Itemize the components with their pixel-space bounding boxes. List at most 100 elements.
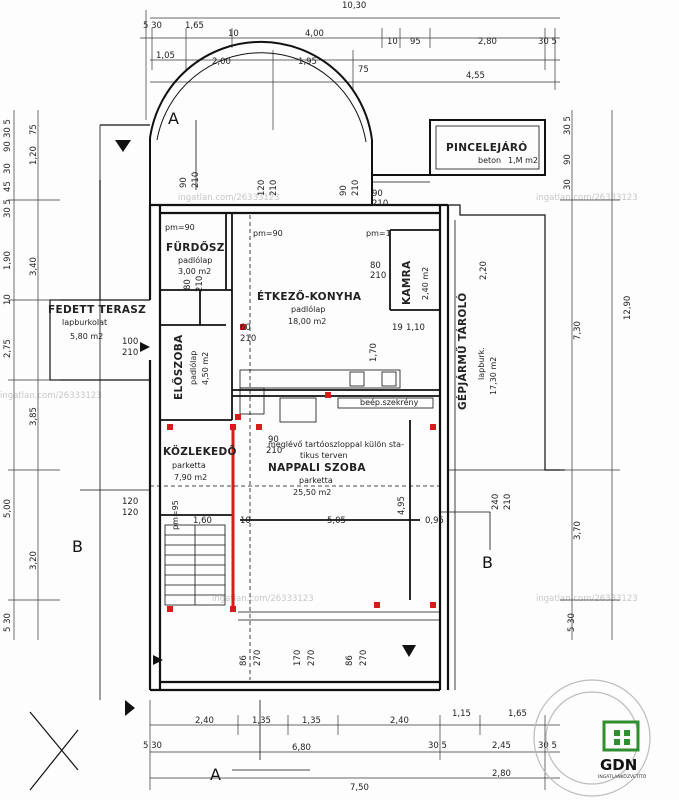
dim-inner-31: 270 — [253, 650, 263, 666]
plan-notes: pm=90 pm=90 pm=1 pm=95 beép.szekrény meg… — [165, 223, 419, 530]
dim-left-3: 1,20 — [29, 146, 39, 165]
dim-right-2: 30 — [563, 179, 573, 190]
dim-inner-22: 5,05 — [327, 516, 346, 526]
section-lines — [150, 215, 440, 680]
room-pincelejaro: PINCELEJÁRÓ beton 1,M m2 — [446, 141, 538, 165]
dim-top-11: 1,95 — [298, 57, 317, 67]
section-cut-lines — [80, 120, 491, 771]
dim-inner-27: 210 — [503, 494, 513, 510]
dim-bottom-0: 2,40 — [195, 716, 214, 726]
gdn-logo: GDN INGATLANKÖZVETÍTŐ — [598, 720, 647, 780]
dim-left-0: 30 5 — [3, 119, 13, 138]
right-dimensions: 30 5 90 30 12,90 2,20 7,30 3,70 5 30 — [479, 116, 633, 632]
dim-bottom-10: 30 5 — [538, 741, 557, 751]
section-a-top: A — [168, 109, 179, 128]
logo-mark — [602, 720, 640, 752]
dim-inner-8: 80 — [183, 279, 193, 290]
dim-right-0: 30 5 — [563, 116, 573, 135]
watermark-2: ingatlan.com/26333123 — [0, 391, 102, 401]
note-pm-etkezo: pm=90 — [253, 229, 283, 238]
note-oszlop-1: meglévő tartóoszloppal külön sta- — [268, 439, 404, 449]
dim-left-13: 3,20 — [29, 551, 39, 570]
note-pm-kamra: pm=1 — [366, 229, 391, 238]
dim-left-8: 1,90 — [3, 251, 13, 270]
watermark-1: ingatlan.com/26333123 — [178, 193, 280, 203]
dim-inner-19: 120 — [122, 508, 138, 518]
room-floor-eloszoba: padlólap — [188, 351, 198, 385]
dim-inner-21: 10 — [240, 516, 251, 526]
logo-subtitle: INGATLANKÖZVETÍTŐ — [598, 773, 647, 780]
note-pm-furdo: pm=90 — [165, 223, 195, 232]
direction-arrows — [115, 140, 416, 716]
dim-bottom-3: 2,40 — [390, 716, 409, 726]
dim-top-13: 4,55 — [466, 71, 485, 81]
dim-top-2: 10 — [228, 29, 239, 39]
dim-left-14: 5 30 — [3, 613, 13, 632]
dim-top-7: 30 5 — [538, 37, 557, 47]
dim-bottom-9: 2,45 — [492, 741, 511, 751]
dim-top-3: 4,00 — [305, 29, 324, 39]
room-floor-terasz: lapburkolat — [62, 318, 107, 327]
section-b-left: B — [72, 537, 83, 556]
watermark-4: ingatlan.com/26333123 — [212, 594, 314, 604]
inner-dimensions: 90 210 120 210 90 210 90 210 80 210 80 2… — [122, 172, 513, 666]
left-dimensions: 30 5 75 90 1,20 30 45 30 5 3,40 1,90 10 … — [3, 119, 39, 632]
dim-inner-5: 210 — [351, 180, 361, 196]
room-kozlekedo: KÖZLEKEDŐ parketta 7,90 m2 — [163, 444, 236, 482]
bottom-dimensions: 2,40 1,35 1,35 2,40 1,15 1,65 5 30 6,80 … — [143, 709, 557, 793]
room-floor-nappali: parketta — [299, 476, 333, 485]
garage-walls — [448, 204, 565, 690]
room-area-pincelejaro: 1,M m2 — [508, 156, 538, 165]
room-name-eloszoba: ELŐSZOBA — [171, 334, 185, 400]
room-terasz: FEDETT TERASZ lapburkolat 5,80 m2 — [48, 304, 146, 341]
dim-left-6: 30 5 — [3, 199, 13, 218]
section-b-right: B — [482, 553, 493, 572]
dim-bottom-7: 6,80 — [292, 743, 311, 753]
left-dimension-lines — [8, 110, 60, 640]
dim-inner-24: 4,95 — [397, 496, 407, 515]
room-area-garazs: 17,30 m2 — [489, 357, 498, 395]
room-floor-pincelejaro: beton — [478, 156, 501, 165]
room-name-garazs: GÉPJÁRMŰ TÁROLÓ — [455, 293, 469, 410]
dim-inner-4: 90 — [339, 185, 349, 196]
note-beep: beép.szekrény — [360, 397, 419, 407]
room-area-nappali: 25,50 m2 — [293, 488, 331, 497]
column-markers — [167, 324, 436, 612]
dim-top-9: 1,05 — [156, 51, 175, 61]
dim-bottom-4: 1,15 — [452, 709, 471, 719]
note-pm-kozl: pm=95 — [171, 500, 180, 530]
room-area-etkezo: 18,00 m2 — [288, 317, 326, 326]
dim-inner-29: 1,10 — [406, 323, 425, 333]
dim-inner-2: 120 — [257, 180, 267, 196]
dim-right-7: 5 30 — [567, 613, 577, 632]
terrace-walls — [49, 124, 150, 700]
dim-inner-12: 100 — [122, 337, 138, 347]
dim-bottom-5: 1,65 — [508, 709, 527, 719]
dim-inner-14: 60 — [240, 323, 251, 333]
room-eloszoba: ELŐSZOBA padlólap 4,50 m2 — [171, 334, 210, 400]
room-kamra: KAMRA 2,40 m2 — [401, 260, 430, 305]
dim-inner-3: 210 — [269, 180, 279, 196]
dim-inner-35: 270 — [359, 650, 369, 666]
dim-inner-1: 210 — [191, 172, 201, 188]
room-floor-kozlekedo: parketta — [172, 461, 206, 470]
right-dimension-lines — [560, 110, 620, 640]
room-name-etkezo: ÉTKEZŐ-KONYHA — [257, 289, 362, 303]
dim-bottom-1: 1,35 — [252, 716, 271, 726]
dim-right-6: 3,70 — [573, 521, 583, 540]
room-area-terasz: 5,80 m2 — [70, 332, 103, 341]
dim-inner-15: 210 — [240, 334, 256, 344]
top-dimensions: 5 30 1,65 10 4,00 10 95 2,80 30 5 10,30 … — [143, 1, 557, 81]
dim-left-4: 30 — [3, 163, 13, 174]
note-oszlop-2: tikus terven — [300, 451, 348, 460]
dim-top-1: 1,65 — [185, 21, 204, 31]
top-dimension-lines — [140, 10, 560, 130]
room-floor-etkezo: padlólap — [291, 304, 325, 314]
room-etkezo: ÉTKEZŐ-KONYHA padlólap 18,00 m2 — [257, 289, 362, 326]
dim-inner-25: 1,70 — [369, 343, 379, 362]
bay-window — [149, 40, 373, 205]
kitchen-counter — [239, 369, 434, 423]
room-name-nappali: NAPPALI SZOBA — [268, 462, 366, 474]
dim-top-4: 10 — [387, 37, 398, 47]
